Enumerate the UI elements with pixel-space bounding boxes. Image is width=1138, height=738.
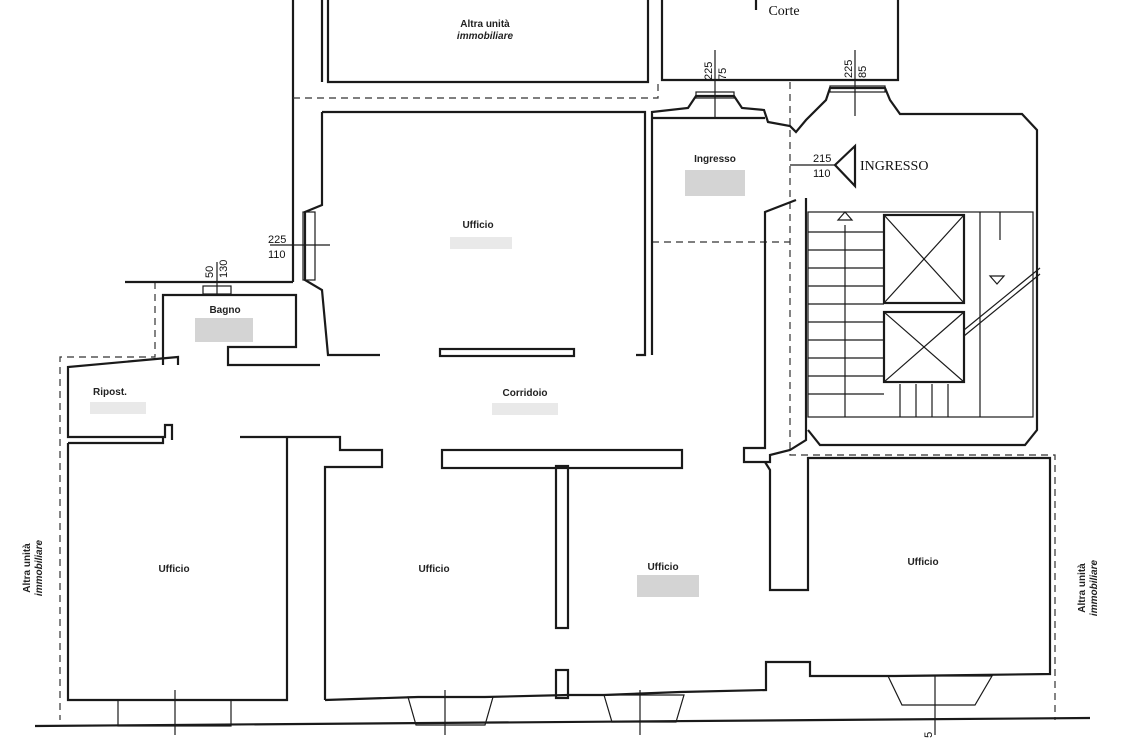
label-office-mid-right: Ufficio [647,562,678,573]
label-entrance-room: Ingresso [694,154,736,165]
label-other-unit-top-2: immobiliare [457,31,514,42]
dim-main-office-width: 110 [268,249,286,261]
label-office-left: Ufficio [158,564,189,575]
dim-top-right-width: 85 [857,66,869,78]
dim-bathroom-a: 50 [204,266,216,278]
dim-top-left-width: 75 [717,68,729,80]
label-other-unit-left: Altra unità [22,543,33,593]
room-bathroom [125,262,320,367]
courtyard [660,0,900,82]
room-office-left [66,437,289,735]
label-other-unit-right: Altra unità [1077,563,1088,613]
corridor [240,435,684,700]
label-other-unit-left-2: immobiliare [34,540,45,597]
label-entrance-arrow: INGRESSO [860,159,928,174]
dim-entrance-height: 215 [813,153,831,165]
dim-top-left-height: 225 [703,62,715,80]
room-storage [66,355,180,440]
dim-bottom-right: 25 [923,732,935,738]
label-office-right: Ufficio [907,557,938,568]
label-office-mid-left: Ufficio [418,564,449,575]
label-office-main: Ufficio [462,220,493,231]
window-main-office [270,211,330,281]
label-storage: Ripost. [93,387,127,398]
label-bathroom: Bagno [209,305,240,316]
room-entrance [650,50,1039,464]
neighbor-unit-top [291,0,650,282]
dim-top-right-height: 225 [843,60,855,78]
room-office-main [303,110,647,358]
stairwell [807,211,1041,418]
label-other-unit-top: Altra unità [460,19,510,30]
street-line [34,716,1091,728]
dim-main-office-height: 225 [268,234,286,246]
label-courtyard: Corte [768,4,799,19]
label-other-unit-right-2: immobiliare [1089,560,1100,617]
label-corridor: Corridoio [503,388,548,399]
room-office-mid [324,456,1052,735]
dim-bathroom-b: 130 [218,260,230,278]
dim-entrance-width: 110 [813,168,831,180]
